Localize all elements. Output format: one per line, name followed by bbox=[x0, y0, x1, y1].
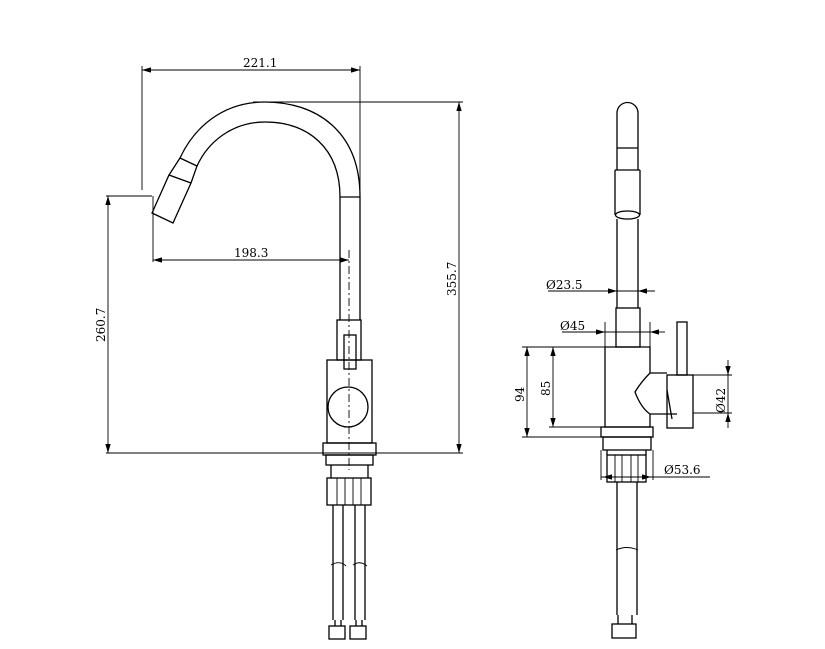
hose-nut-right bbox=[349, 625, 367, 640]
side-hose bbox=[616, 482, 638, 615]
dim-base-diameter: Ø53.6 bbox=[664, 463, 701, 477]
side-pipe bbox=[616, 219, 639, 308]
dim-height-total: 355.7 bbox=[445, 262, 459, 296]
front-dimensions: 221.1 355.7 260.7 198.3 bbox=[94, 56, 463, 454]
hose-nut-left bbox=[328, 625, 346, 640]
side-handle-hub bbox=[666, 374, 694, 429]
dim-spout-diameter: Ø23.5 bbox=[546, 278, 583, 292]
spout-pipe bbox=[339, 197, 361, 320]
side-handle-stem bbox=[676, 321, 688, 376]
spout-tip bbox=[616, 101, 639, 148]
side-hose-nut bbox=[611, 623, 637, 639]
side-view bbox=[600, 101, 694, 639]
dim-spout-reach: 198.3 bbox=[234, 246, 268, 260]
front-view bbox=[151, 101, 377, 640]
nozzle bbox=[151, 157, 198, 224]
hoses bbox=[332, 505, 366, 620]
handle bbox=[343, 334, 357, 370]
dim-handle-diameter: Ø42 bbox=[714, 388, 728, 413]
spout-inner bbox=[196, 121, 341, 198]
side-body bbox=[604, 346, 651, 428]
dim-width-total: 221.1 bbox=[243, 56, 277, 70]
dim-spout-height: 260.7 bbox=[94, 308, 108, 342]
side-dimensions: Ø23.5 Ø45 94 85 Ø42 Ø53.6 bbox=[513, 278, 732, 480]
dim-body-height-inner: 85 bbox=[539, 381, 553, 396]
mount-nut bbox=[326, 477, 372, 506]
handle-hub bbox=[327, 386, 369, 428]
dim-body-height-outer: 94 bbox=[513, 386, 527, 402]
side-flange bbox=[600, 426, 654, 438]
side-collar bbox=[615, 307, 641, 348]
side-nut bbox=[606, 454, 647, 483]
dim-body-diameter: Ø45 bbox=[560, 319, 585, 333]
body bbox=[326, 359, 373, 444]
